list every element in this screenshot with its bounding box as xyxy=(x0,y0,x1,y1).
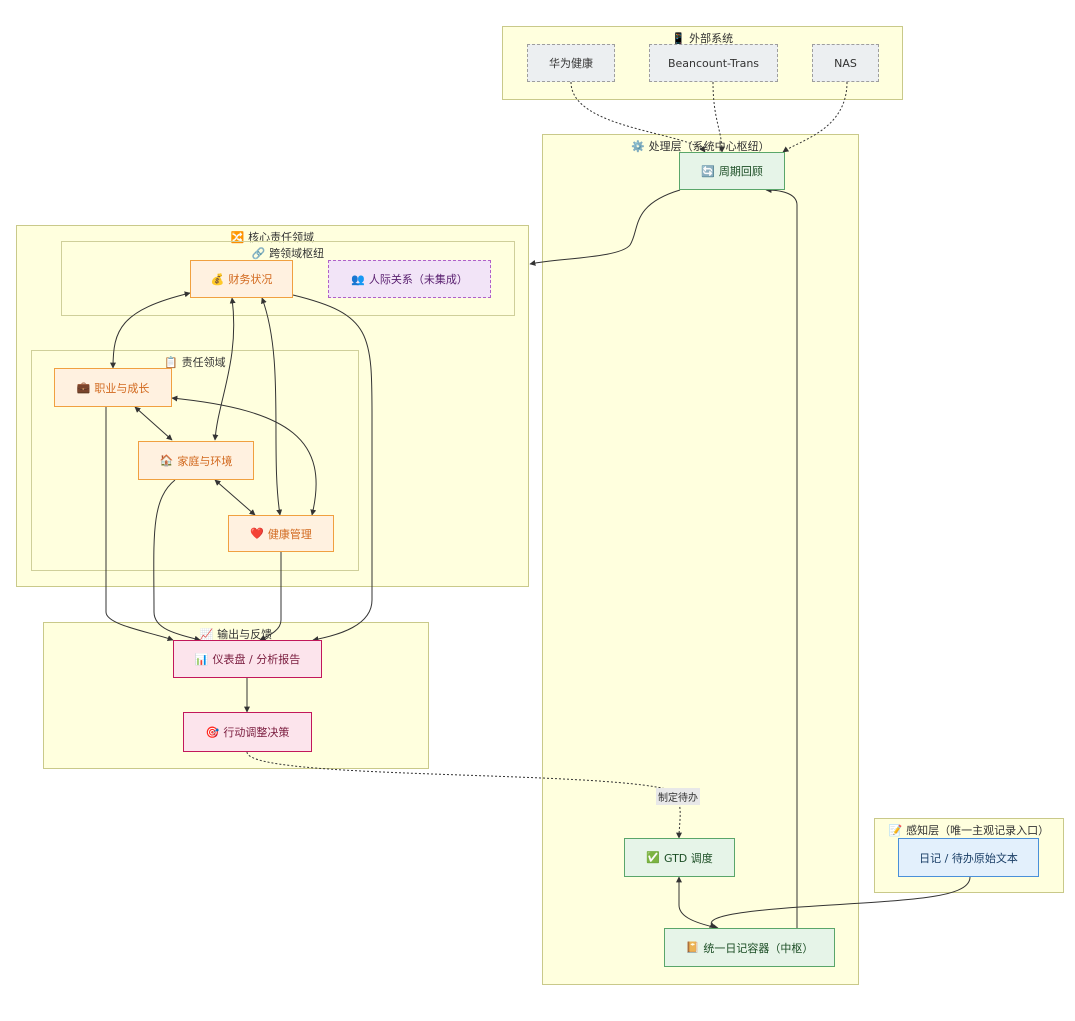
node-family-label: 家庭与环境 xyxy=(177,454,233,468)
edge-career-health xyxy=(171,395,317,516)
edge-family-dashboard xyxy=(153,479,201,642)
node-beancount-trans[interactable]: Beancount-Trans xyxy=(649,44,778,82)
node-diary-raw-label: 日记 / 待办原始文本 xyxy=(919,851,1018,865)
node-relations[interactable]: 👥 人际关系（未集成） xyxy=(328,260,491,298)
home-icon: 🏠 xyxy=(159,454,174,467)
node-finance-label: 财务状况 xyxy=(228,273,273,286)
briefcase-icon: 💼 xyxy=(76,381,91,394)
edge-label-make-todo: 制定待办 xyxy=(656,788,700,805)
node-diary-container-label: 统一日记容器（中枢） xyxy=(703,941,814,955)
people-icon: 👥 xyxy=(351,272,365,286)
edge-nas-review xyxy=(782,81,848,153)
check-icon: ✅ xyxy=(646,851,660,864)
edge-diary-container xyxy=(708,876,971,929)
node-action[interactable]: 🎯 行动调整决策 xyxy=(183,712,312,752)
node-health-label: 健康管理 xyxy=(267,527,312,541)
refresh-icon: 🔄 xyxy=(701,164,715,178)
node-periodic-review[interactable]: 🔄 周期回顾 xyxy=(679,152,785,190)
node-nas-label: NAS xyxy=(834,56,857,70)
node-huawei-health[interactable]: 华为健康 xyxy=(527,44,615,82)
node-action-label: 行动调整决策 xyxy=(223,726,290,739)
chart-icon: 📊 xyxy=(194,652,209,666)
heart-icon: ❤️ xyxy=(250,527,264,540)
edge-action-gtd xyxy=(246,751,683,839)
node-beancount-trans-label: Beancount-Trans xyxy=(667,56,760,70)
edge-career-dashboard xyxy=(105,407,174,642)
group-cross: 🔗 跨领域枢纽 xyxy=(61,241,515,316)
node-relations-label: 人际关系（未集成） xyxy=(368,273,468,286)
node-family[interactable]: 🏠 家庭与环境 xyxy=(138,441,254,480)
edge-finance-health xyxy=(261,297,283,516)
group-core-label: 🔀 核心责任领域 xyxy=(230,231,315,244)
node-gtd[interactable]: ✅ GTD 调度 xyxy=(624,838,735,877)
group-cross-label: 🔗 跨领域枢纽 xyxy=(251,247,325,260)
node-nas[interactable]: NAS xyxy=(812,44,879,82)
edge-gtd-container xyxy=(676,876,719,930)
edge-health-dashboard xyxy=(259,552,282,641)
node-gtd-label: GTD 调度 xyxy=(663,851,713,865)
edge-finance-career xyxy=(110,291,191,369)
edge-huawei-review xyxy=(570,81,706,153)
node-career-label: 职业与成长 xyxy=(94,381,150,395)
node-health[interactable]: ❤️ 健康管理 xyxy=(228,515,334,552)
edge-career-family xyxy=(134,406,173,441)
edge-review-core xyxy=(529,189,681,266)
edge-finance-dashboard xyxy=(292,294,373,642)
edge-beancount-review xyxy=(712,81,725,153)
edge-container-review xyxy=(765,187,798,930)
group-output-label: 📈 输出与反馈 xyxy=(199,628,273,641)
node-periodic-review-label: 周期回顾 xyxy=(718,165,763,178)
node-dashboard-label: 仪表盘 / 分析报告 xyxy=(212,653,301,666)
target-icon: 🎯 xyxy=(205,725,220,739)
node-diary-container[interactable]: 📔 统一日记容器（中枢） xyxy=(664,928,835,967)
group-external-label: 📱 外部系统 xyxy=(671,32,734,45)
group-perception-label: 📝 感知层（唯一主观记录入口） xyxy=(888,824,1050,837)
edge-family-health xyxy=(214,479,256,516)
node-dashboard[interactable]: 📊 仪表盘 / 分析报告 xyxy=(173,640,322,678)
node-finance[interactable]: 💰 财务状况 xyxy=(190,260,293,298)
notebook-icon: 📔 xyxy=(685,941,700,954)
money-bag-icon: 💰 xyxy=(210,272,225,286)
node-career[interactable]: 💼 职业与成长 xyxy=(54,368,172,407)
node-huawei-health-label: 华为健康 xyxy=(549,57,593,70)
edge-finance-family xyxy=(212,297,236,441)
node-diary-raw[interactable]: 日记 / 待办原始文本 xyxy=(898,838,1039,877)
